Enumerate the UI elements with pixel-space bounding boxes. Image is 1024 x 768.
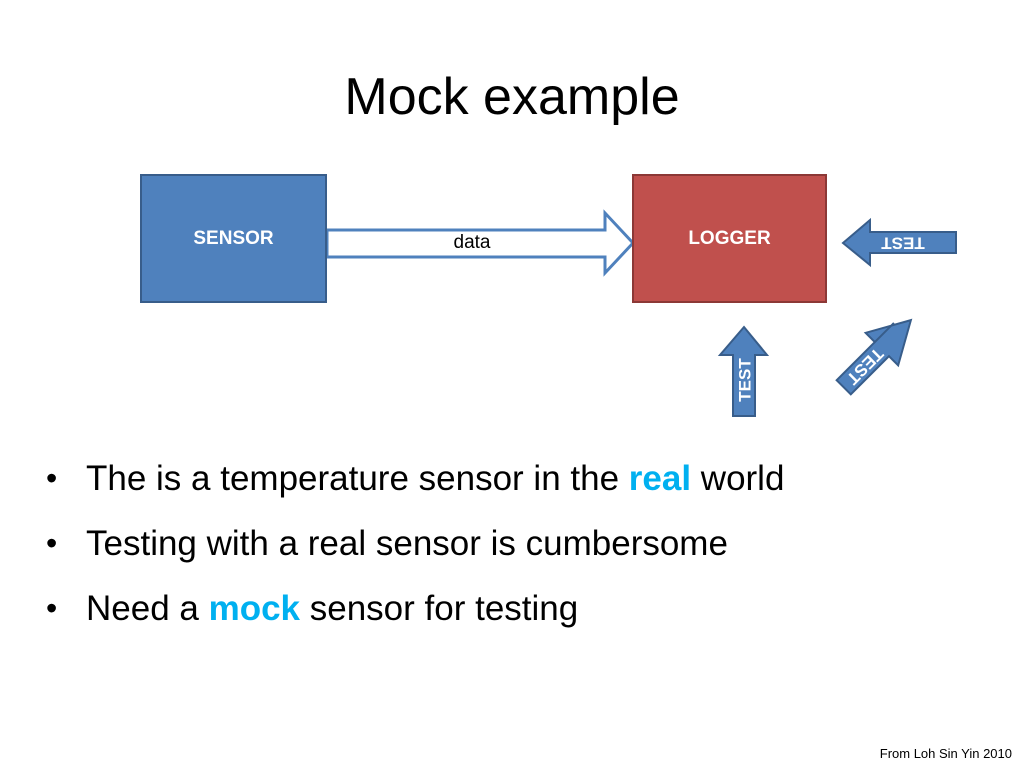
bullet-text-end: world bbox=[691, 459, 785, 498]
test-arrow-bottom: TEST bbox=[717, 325, 770, 417]
test-arrow-diagonal: TEST bbox=[835, 318, 913, 396]
data-arrow-label: data bbox=[453, 232, 491, 253]
bullet-highlight: real bbox=[628, 459, 692, 498]
logger-box: LOGGER bbox=[632, 174, 827, 303]
logger-label: LOGGER bbox=[688, 228, 771, 249]
test-arrow-right: TEST bbox=[841, 217, 957, 268]
sensor-label: SENSOR bbox=[193, 228, 274, 249]
bullet-dot-icon: • bbox=[46, 590, 58, 626]
bullet-list: • The is a temperature sensor in the real… bbox=[42, 446, 784, 641]
bullet-dot-icon: • bbox=[46, 525, 58, 561]
bullet-item: • Need a mock sensor for testing bbox=[42, 576, 784, 641]
test-label-right: TEST bbox=[881, 234, 925, 253]
slide-title: Mock example bbox=[344, 68, 680, 126]
data-arrow bbox=[325, 209, 636, 277]
bullet-highlight: mock bbox=[208, 589, 301, 628]
footer-credit: From Loh Sin Yin 2010 bbox=[879, 746, 1012, 761]
bullet-text-end: sensor for testing bbox=[300, 589, 579, 628]
bullet-text: Need a bbox=[86, 589, 209, 628]
sensor-box: SENSOR bbox=[140, 174, 327, 303]
bullet-item: • The is a temperature sensor in the real… bbox=[42, 446, 784, 511]
bullet-text: Testing with a real sensor is cumbersome bbox=[86, 524, 728, 563]
bullet-text: The is a temperature sensor in the bbox=[86, 459, 629, 498]
bullet-item: • Testing with a real sensor is cumbersom… bbox=[42, 511, 784, 576]
bullet-dot-icon: • bbox=[46, 460, 58, 496]
test-label-bottom: TEST bbox=[736, 358, 755, 402]
